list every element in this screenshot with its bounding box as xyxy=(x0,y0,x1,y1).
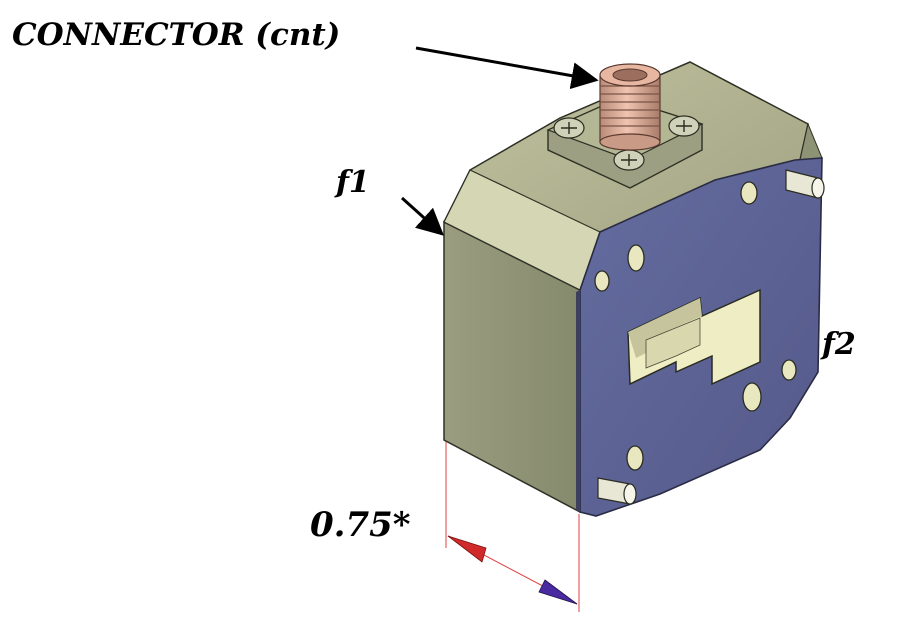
flange-hole xyxy=(781,359,797,381)
sma-connector xyxy=(599,63,661,151)
flange-hole xyxy=(742,382,762,412)
flange-hole xyxy=(627,244,645,272)
f1-leader-arrow xyxy=(400,196,445,236)
flange-hole xyxy=(740,181,758,205)
arrowhead-right-icon xyxy=(538,579,578,605)
connector-leader-arrow xyxy=(415,46,599,90)
connector-label: CONNECTOR (cnt) xyxy=(12,17,341,53)
face-f2-label: f2 xyxy=(822,327,856,362)
dimension-annotation xyxy=(445,442,580,612)
flange-holes xyxy=(594,181,797,471)
flange-f2-edge xyxy=(576,290,580,512)
dimension-label: 0.75* xyxy=(310,505,411,545)
flange-hole xyxy=(594,270,610,292)
screw-icon xyxy=(668,115,700,137)
screw-icon xyxy=(553,117,585,139)
alignment-pin-top xyxy=(785,169,825,199)
flange-hole xyxy=(626,445,644,471)
arrowhead-left-icon xyxy=(447,535,487,563)
alignment-pin-bottom xyxy=(597,477,637,505)
face-f1-label: f1 xyxy=(336,165,370,200)
screw-icon xyxy=(613,149,645,171)
aperture-ridge xyxy=(645,317,701,369)
